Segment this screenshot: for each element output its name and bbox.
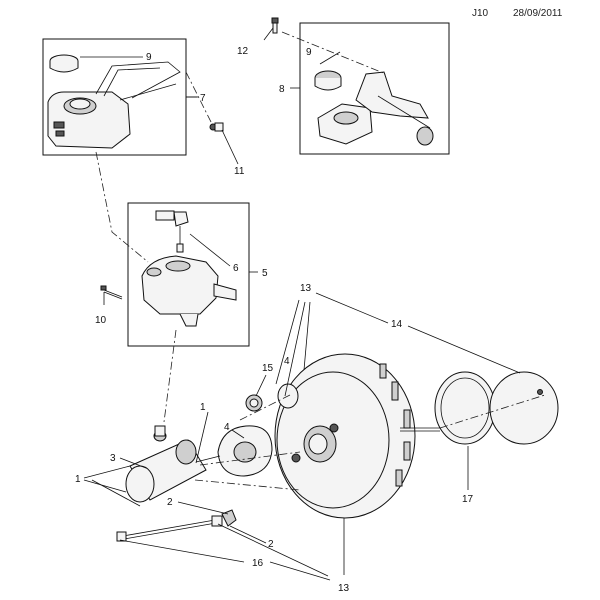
callout-2b: 2	[268, 539, 274, 550]
sensor-6	[155, 210, 189, 253]
screw-12	[271, 17, 279, 34]
callout-10: 10	[95, 315, 107, 326]
leader-lines	[80, 27, 521, 581]
rod-16	[116, 515, 223, 542]
callout-1a: 1	[200, 402, 206, 413]
callout-13b: 13	[338, 583, 350, 594]
callout-1b: 1	[75, 474, 81, 485]
callout-3: 3	[110, 453, 116, 464]
diagram-code: J10	[472, 8, 489, 19]
callout-14: 14	[391, 319, 403, 330]
callout-labels: 9 7 11 12 9 8 6 5 10 13 14 15 4 1 4 3 1 …	[75, 46, 474, 594]
master-cylinder-1	[125, 425, 221, 503]
callout-9b: 9	[306, 47, 312, 58]
callout-13a: 13	[300, 283, 312, 294]
callout-7: 7	[200, 93, 206, 104]
fitting-2	[221, 509, 237, 527]
callout-11: 11	[234, 166, 245, 177]
bolt-10	[100, 285, 123, 300]
callout-12: 12	[237, 46, 249, 57]
brake-booster-13	[274, 353, 440, 519]
callout-5: 5	[262, 268, 268, 279]
callout-2a: 2	[167, 497, 173, 508]
callout-15: 15	[262, 363, 274, 374]
reservoir-8	[314, 70, 434, 146]
callout-4a: 4	[284, 356, 290, 367]
gasket-14	[489, 371, 559, 445]
callout-16: 16	[252, 558, 264, 569]
callout-17: 17	[462, 494, 474, 505]
callout-6: 6	[233, 263, 239, 274]
reservoir-5	[141, 255, 237, 327]
diagram-date: 28/09/2011	[513, 8, 563, 19]
gasket-17	[434, 371, 496, 445]
seal-15	[245, 383, 299, 412]
screw-11	[209, 122, 224, 132]
callout-8: 8	[279, 84, 285, 95]
callout-9a: 9	[146, 52, 152, 63]
callout-4b: 4	[224, 422, 230, 433]
gasket-4	[217, 425, 273, 477]
reservoir-7	[47, 54, 181, 149]
assembly-lines	[95, 31, 546, 491]
